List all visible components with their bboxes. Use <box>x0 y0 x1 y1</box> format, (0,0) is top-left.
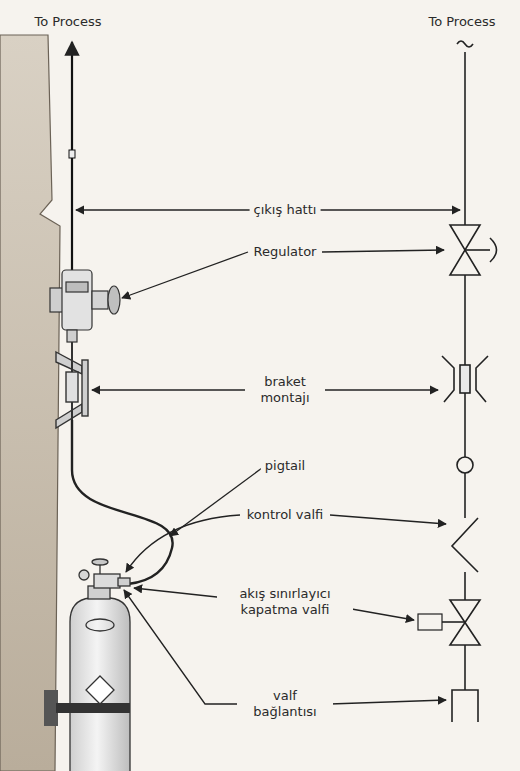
regulator-part <box>66 282 88 292</box>
bracket-mount-part <box>71 402 73 420</box>
schematic-symbols-part <box>418 614 442 630</box>
schematic-symbols-part <box>452 518 478 572</box>
bracket-mount-part <box>56 352 82 374</box>
leader-lines-part <box>346 608 414 620</box>
leader-lines-part <box>126 515 240 572</box>
part-label: akış sınırlayıcı kapatma valfi <box>217 585 353 620</box>
cylinder-support-part <box>44 690 58 726</box>
gas-cylinder-part <box>118 578 130 586</box>
schematic-symbols <box>418 41 497 722</box>
gas-cylinder-part <box>70 598 130 771</box>
cylinder-support <box>44 690 130 726</box>
regulator-part <box>62 270 92 330</box>
leader-lines-part <box>134 588 226 598</box>
schematic-symbols-part <box>442 356 454 402</box>
leader-lines-part <box>330 515 446 524</box>
part-label: çıkış hattı <box>250 201 321 219</box>
gas-cylinder-part <box>86 619 114 631</box>
schematic-symbols-part <box>490 238 497 262</box>
schematic-symbols-part <box>457 457 473 473</box>
gas-cylinder <box>70 559 130 771</box>
schematic-symbols-part <box>464 645 466 690</box>
regulator-part <box>108 286 120 314</box>
schematic-symbols-part <box>464 275 466 365</box>
schematic-symbols-part <box>464 572 466 600</box>
gas-cylinder-part <box>94 574 120 588</box>
leader-lines-part <box>330 700 446 704</box>
bracket-mount-part <box>82 360 88 416</box>
leader-lines-part <box>122 252 248 298</box>
bracket-mount-part <box>71 342 73 372</box>
schematic-symbols-part <box>465 249 490 251</box>
part-label: braket montajı <box>245 373 325 408</box>
flow-direction-label: To Process <box>30 13 105 31</box>
part-label: valf bağlantısı <box>237 687 333 722</box>
schematic-symbols-part <box>464 393 466 457</box>
regulator-part <box>67 330 77 342</box>
pigtail-part <box>72 420 173 584</box>
cylinder-support-part <box>56 703 130 713</box>
schematic-symbols-part <box>476 356 488 402</box>
outlet-line-part <box>69 150 75 158</box>
schematic-symbols-part <box>464 473 466 518</box>
bracket-mount-part <box>66 372 78 402</box>
leader-lines <box>76 210 460 704</box>
gas-cylinder-part <box>86 676 114 704</box>
part-label: pigtail <box>261 457 309 475</box>
part-label: kontrol valfi <box>243 506 328 524</box>
regulator <box>50 270 120 342</box>
part-label: Regulator <box>250 243 321 261</box>
gas-cylinder-part <box>79 570 89 580</box>
schematic-symbols-part <box>457 41 473 47</box>
schematic-symbols-part <box>464 52 466 225</box>
pigtail <box>72 420 173 584</box>
wall <box>0 35 60 771</box>
flow-direction-label: To Process <box>424 13 499 31</box>
schematic-symbols-part <box>460 365 470 393</box>
bracket-mount-part <box>56 404 82 428</box>
regulator-part <box>92 291 108 309</box>
regulator-part <box>50 288 63 312</box>
schematic-symbols-part <box>442 621 465 623</box>
schematic-symbols-part <box>452 690 478 722</box>
bracket-mount <box>56 342 88 428</box>
outlet-line <box>69 42 75 272</box>
leader-lines-part <box>322 250 444 252</box>
wall-part <box>0 35 60 771</box>
gas-cylinder-part <box>92 559 108 565</box>
